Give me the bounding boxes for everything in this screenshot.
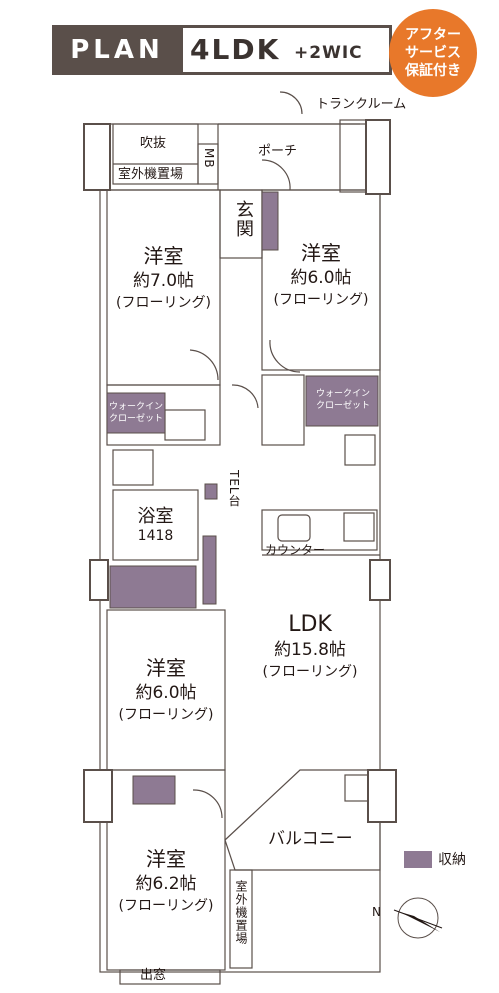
bedroom-6a-label: 洋室 約6.0帖 (フローリング) bbox=[262, 240, 380, 310]
room-name: 洋室 bbox=[143, 244, 184, 268]
demado-box bbox=[119, 969, 221, 985]
storage-corridor bbox=[202, 535, 217, 605]
room-floor: (フローリング) bbox=[116, 295, 211, 311]
door-swing bbox=[192, 789, 223, 819]
plan-type-box bbox=[183, 28, 389, 72]
washroom-box bbox=[112, 449, 154, 486]
door-swing bbox=[231, 384, 259, 409]
side-outdoor-unit-box bbox=[229, 869, 253, 969]
storage-bedroom-62 bbox=[132, 775, 176, 805]
badge-line-1: アフター bbox=[405, 27, 461, 43]
plan-type-sub: +2WIC bbox=[294, 43, 363, 63]
after-service-badge: アフター サービス 保証付き bbox=[389, 9, 477, 97]
storage-bedroom-6b bbox=[109, 565, 197, 609]
room-size: 約6.0帖 bbox=[135, 683, 197, 703]
compass-n-label: N bbox=[372, 905, 381, 919]
fridge-space bbox=[344, 434, 376, 466]
bedroom-6b-label: 洋室 約6.0帖 (フローリング) bbox=[107, 655, 225, 725]
ldk-label: LDK 約15.8帖 (フローリング) bbox=[240, 612, 380, 682]
bath-size-label: 1418 bbox=[137, 528, 174, 544]
compass-rose bbox=[393, 897, 443, 939]
room-size: 約6.2帖 bbox=[135, 874, 197, 894]
room-size: 約7.0帖 bbox=[132, 271, 195, 291]
legend-storage-swatch bbox=[404, 851, 432, 868]
fukinuke-label: 吹抜 bbox=[140, 136, 167, 151]
door-swing bbox=[269, 339, 301, 373]
room-floor: (フローリング) bbox=[118, 707, 214, 723]
kitchen-stove bbox=[343, 512, 375, 542]
room-size: 約15.8帖 bbox=[274, 640, 346, 660]
plan-label: PLAN bbox=[70, 35, 164, 65]
room-floor: (フローリング) bbox=[118, 898, 214, 914]
legend-storage-label: 収納 bbox=[438, 852, 466, 868]
door-swing bbox=[189, 349, 219, 381]
trunk-room-box bbox=[339, 119, 369, 193]
wic-right-label: ウォークイン クローゼット bbox=[315, 389, 370, 411]
washbasin bbox=[164, 409, 206, 441]
balcony-outline bbox=[224, 769, 381, 871]
storage-wic-left bbox=[106, 392, 166, 434]
room-name: 洋室 bbox=[146, 847, 186, 871]
room-name: 洋室 bbox=[301, 241, 341, 265]
room-name: LDK bbox=[288, 612, 332, 637]
room-floor: (フローリング) bbox=[262, 664, 358, 680]
wic-left-label: ウォークイン クローゼット bbox=[108, 402, 163, 424]
mb-label: MB bbox=[202, 148, 216, 169]
room-floor: (フローリング) bbox=[273, 292, 369, 308]
bedroom-7-label: 洋室 約7.0帖 (フローリング) bbox=[107, 243, 220, 313]
room-name: 洋室 bbox=[146, 656, 186, 680]
toilet-box bbox=[261, 374, 305, 446]
outdoor-unit-top-label: 室外機置場 bbox=[118, 167, 184, 182]
storage-wic-right bbox=[305, 375, 379, 427]
bath-label: 浴室 bbox=[137, 506, 174, 527]
storage-small bbox=[204, 483, 218, 500]
trunk-room-label: トランクルーム bbox=[316, 97, 407, 112]
storage-genkan bbox=[261, 191, 279, 251]
counter-label: カウンター bbox=[265, 543, 326, 557]
badge-line-2: サービス bbox=[405, 45, 461, 61]
bedroom-62-label: 洋室 約6.2帖 (フローリング) bbox=[107, 846, 225, 916]
door-swing bbox=[261, 159, 291, 191]
room-size: 約6.0帖 bbox=[290, 268, 352, 288]
tel-label: TEL台 bbox=[227, 470, 241, 508]
kitchen-counter bbox=[261, 509, 378, 551]
genkan-label: 玄関 bbox=[233, 200, 254, 238]
kitchen-sink bbox=[277, 514, 311, 542]
bedroom-6a-outline bbox=[261, 189, 381, 371]
porch-label: ポーチ bbox=[258, 144, 298, 159]
balcony-label: バルコニー bbox=[268, 829, 353, 849]
badge-line-3: 保証付き bbox=[405, 63, 461, 79]
outdoor-unit-side-label: 室外機置場 bbox=[234, 880, 248, 945]
bath-outline bbox=[112, 489, 199, 561]
door-swing bbox=[279, 91, 303, 115]
plan-type-main: 4LDK bbox=[190, 33, 281, 66]
demado-label: 出窓 bbox=[140, 968, 167, 983]
